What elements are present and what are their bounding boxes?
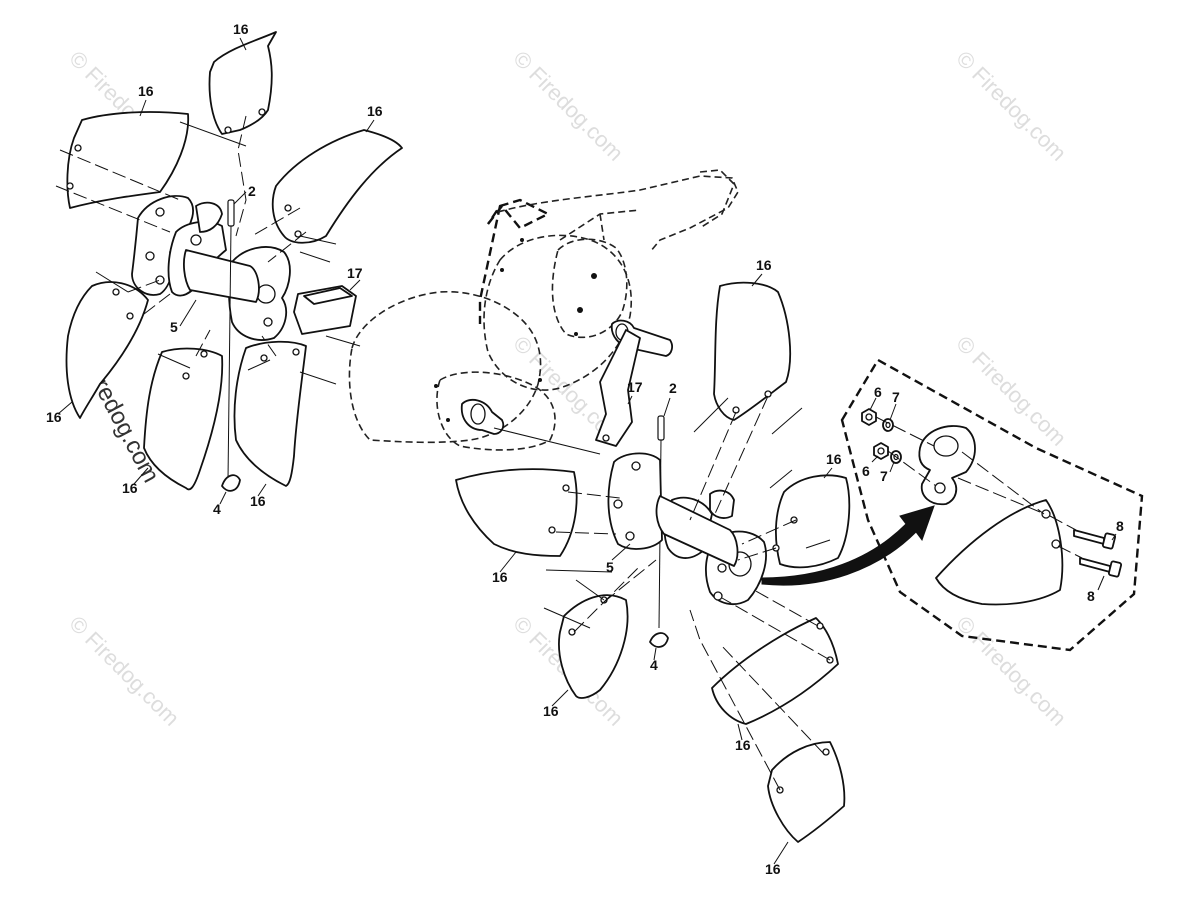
tine-blade-left-upper-left <box>66 111 190 209</box>
tine-blade-center-lower-mid <box>711 617 839 725</box>
callout-4-center: 4 <box>650 657 658 673</box>
callout-2-left: 2 <box>248 183 256 199</box>
watermark-bottom-left: © Firedog.com <box>64 611 184 731</box>
hub-tube-center <box>655 495 739 567</box>
detail-arrow <box>761 505 935 586</box>
hairpin-clip-left <box>221 474 241 492</box>
callout-labels: 16 16 16 2 17 5 16 16 4 16 16 17 2 16 16… <box>46 21 1124 877</box>
callout-5-left: 5 <box>170 319 178 335</box>
callout-4-left: 4 <box>213 501 221 517</box>
left-tine-assembly <box>55 31 403 492</box>
inset-detail <box>840 358 1144 652</box>
tine-blade-center-left <box>455 468 578 557</box>
callout-16-left-upper-right: 16 <box>367 103 383 119</box>
bolt-a <box>1073 529 1105 545</box>
tine-blade-left-small-mid <box>195 201 223 233</box>
frame-gearbox <box>483 234 632 391</box>
tine-blade-center-mid <box>775 474 851 569</box>
clevis-pin-left <box>227 199 235 227</box>
hairpin-clip-center <box>649 632 669 648</box>
callout-6-inset-a: 6 <box>874 384 882 400</box>
callout-16-center-lower-mid: 16 <box>735 737 751 753</box>
callout-17-center: 17 <box>627 379 643 395</box>
callout-7-inset-b: 7 <box>880 468 888 484</box>
tine-blade-left-top <box>208 31 277 135</box>
callout-16-left-top: 16 <box>233 21 249 37</box>
center-tine-assembly <box>455 281 851 843</box>
bolt-b-head <box>1107 560 1123 578</box>
callout-7-inset-a: 7 <box>892 389 900 405</box>
callout-6-inset-b: 6 <box>862 463 870 479</box>
tine-blade-center-right <box>713 281 791 421</box>
inset-tine-blade <box>935 499 1064 606</box>
callout-8-inset-b: 8 <box>1087 588 1095 604</box>
bracket-center-17 <box>595 329 641 447</box>
clevis-pin-center <box>657 415 665 441</box>
bracket-left-17-top <box>303 287 353 305</box>
frame-outline-heavy <box>478 198 551 324</box>
callout-16-left-bottom-b: 16 <box>250 493 266 509</box>
tine-blade-left-bottom-a <box>143 347 224 491</box>
tine-blade-center-bottom <box>767 741 846 843</box>
callout-16-left-upper-left: 16 <box>138 83 154 99</box>
frame-handle-arm <box>699 169 735 229</box>
inset-border <box>840 358 1144 652</box>
watermark-top-right: © Firedog.com <box>951 46 1071 166</box>
callout-16-center-lower-left: 16 <box>543 703 559 719</box>
callout-16-left-bottom-a: 16 <box>122 480 138 496</box>
callout-5-center: 5 <box>606 559 614 575</box>
callout-16-center-right: 16 <box>756 257 772 273</box>
frame-outline-upper <box>497 175 739 253</box>
tine-blade-center-lower-left <box>558 594 629 699</box>
callout-16-center-mid: 16 <box>826 451 842 467</box>
callout-16-center-bottom: 16 <box>765 861 781 877</box>
hub-tube-left <box>183 249 260 303</box>
callout-16-left-lower-left: 16 <box>46 409 62 425</box>
callout-16-center-left: 16 <box>492 569 508 585</box>
collar-center <box>709 489 735 519</box>
watermark-bottom-right: © Firedog.com <box>951 611 1071 731</box>
watermark-top-center: © Firedog.com <box>508 46 628 166</box>
frame-link <box>559 209 641 241</box>
tine-blade-left-upper-right <box>271 129 403 244</box>
bolt-a-head <box>1101 532 1117 550</box>
bolt-b <box>1079 557 1111 573</box>
callout-8-inset-a: 8 <box>1116 518 1124 534</box>
mounting-flange-center-a <box>607 452 663 550</box>
callout-17-left: 17 <box>347 265 363 281</box>
callout-2-center: 2 <box>669 380 677 396</box>
frame-housing <box>348 290 542 444</box>
tine-blade-left-bottom-b <box>233 340 307 487</box>
frame-plate <box>551 238 628 339</box>
frame-lower <box>436 371 556 451</box>
tiller-frame <box>348 169 739 451</box>
